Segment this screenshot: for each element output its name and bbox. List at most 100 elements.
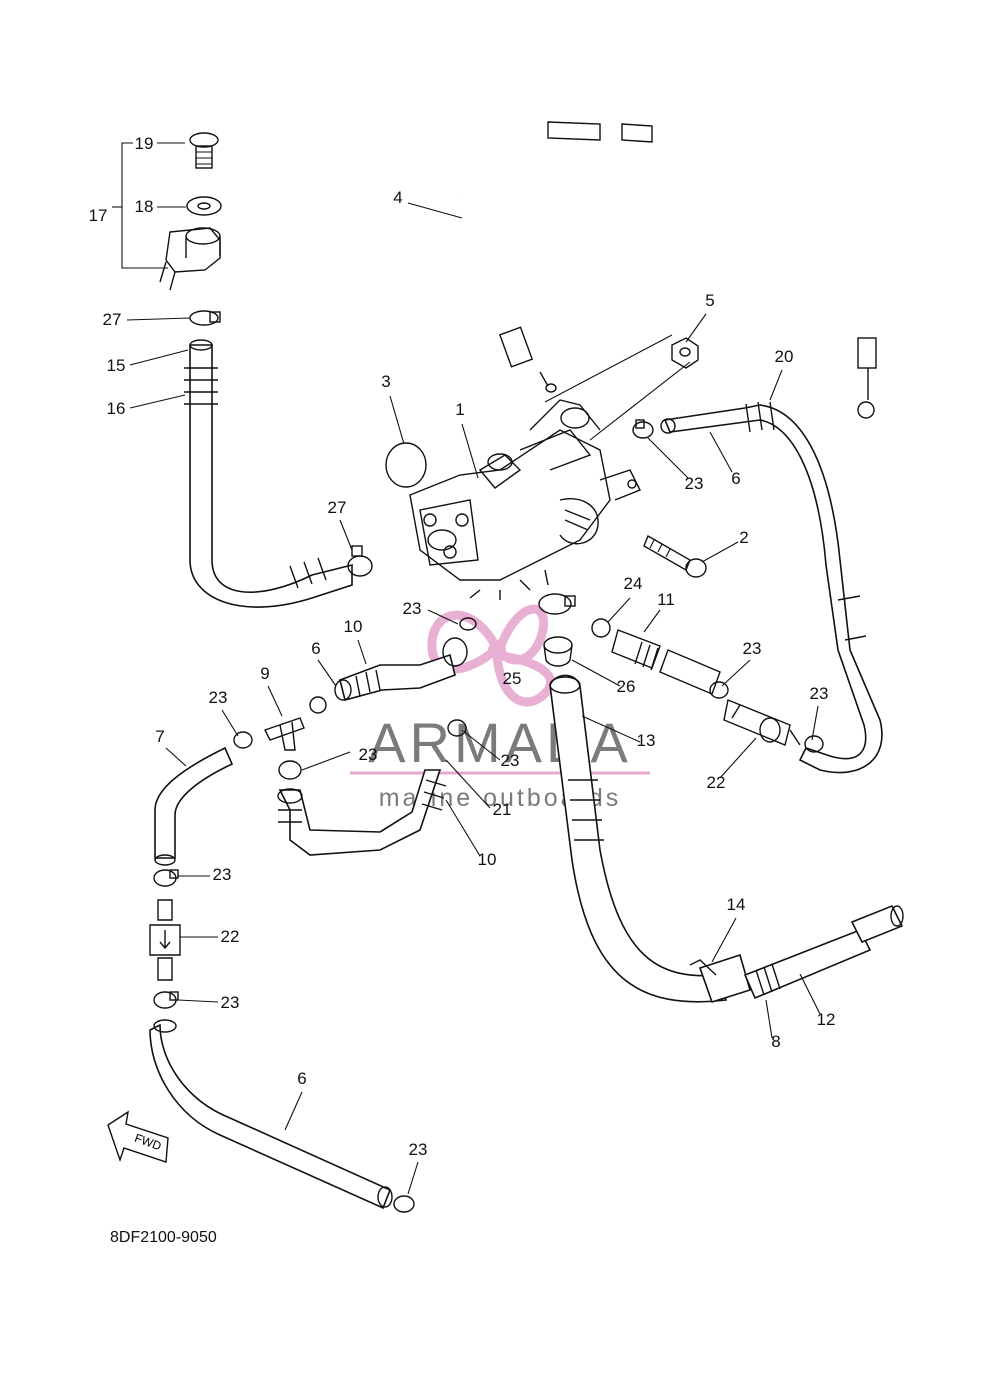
- callout-leader-27: [126, 317, 191, 321]
- callout-leader-23: [177, 999, 219, 1003]
- propeller-logo-icon: [427, 604, 555, 707]
- callout-leader-21: [445, 759, 491, 809]
- callout-27: 27: [103, 310, 122, 329]
- cap-26-icon: [543, 636, 573, 667]
- hose-6-bottom-icon: [149, 1019, 415, 1213]
- callout-23: 23: [213, 865, 232, 884]
- callout-leader-20: [769, 369, 783, 401]
- callout-leader-1: [461, 423, 479, 479]
- clip-27-middle-icon: [347, 545, 373, 577]
- callout-leader-23: [407, 1161, 419, 1195]
- callout-10: 10: [344, 617, 363, 636]
- fwd-arrow-icon: FWD: [107, 1110, 169, 1163]
- callout-15: 15: [107, 356, 126, 375]
- callout-23: 23: [501, 751, 520, 770]
- callout-leader-26: [571, 659, 621, 687]
- watermark: ARMADA marine outboards: [350, 604, 650, 812]
- parts-drawing: FWD: [107, 121, 904, 1213]
- callout-23: 23: [743, 639, 762, 658]
- callout-leader-5: [685, 313, 707, 343]
- callout-23: 23: [685, 474, 704, 493]
- clip-25-icon: [538, 593, 576, 615]
- callout-leader-23: [721, 659, 751, 687]
- callout-23: 23: [221, 993, 240, 1012]
- callout-leader-6: [284, 1091, 303, 1131]
- callout-leader-22: [719, 737, 757, 779]
- callout-8: 8: [771, 1032, 780, 1051]
- callout-22: 22: [221, 927, 240, 946]
- o-ring-3-icon: [385, 442, 427, 488]
- callout-27: 27: [328, 498, 347, 517]
- callout-leader-4: [407, 202, 463, 219]
- callout-21: 21: [493, 800, 512, 819]
- callout-6: 6: [311, 639, 320, 658]
- callout-leader-3: [389, 395, 405, 445]
- callout-3: 3: [381, 372, 390, 391]
- callout-leader-6: [709, 431, 733, 473]
- bracket-17-icon: [159, 227, 221, 291]
- callout-leader-6: [317, 659, 337, 687]
- clip-27-top-icon: [189, 310, 221, 326]
- bolt-2-icon: [643, 534, 707, 578]
- callout-leader-10: [357, 639, 367, 665]
- callout-14: 14: [727, 895, 746, 914]
- hose-16-icon: [184, 339, 353, 608]
- callout-leader-16: [129, 394, 186, 409]
- nut-5-icon: [671, 337, 699, 369]
- callout-7: 7: [155, 727, 164, 746]
- callout-17: 17: [89, 206, 108, 225]
- callout-leader-23: [461, 729, 501, 761]
- callout-leader-23: [647, 437, 689, 479]
- joint-9-icon: [233, 696, 327, 780]
- callout-16: 16: [107, 399, 126, 418]
- callout-leader-13: [581, 715, 641, 743]
- callout-25: 25: [503, 669, 522, 688]
- callout-leader-23: [427, 609, 459, 625]
- callout-20: 20: [775, 347, 794, 366]
- callout-leader-7: [165, 747, 187, 767]
- callout-leader-23: [301, 751, 351, 771]
- callout-leader-14: [711, 917, 737, 963]
- bracket-17-leader: [121, 142, 168, 269]
- callout-23: 23: [359, 745, 378, 764]
- callout-5: 5: [705, 291, 714, 310]
- callout-26: 26: [617, 677, 636, 696]
- hose-13-icon: [549, 674, 727, 1003]
- fwd-label: FWD: [133, 1131, 164, 1154]
- callout-23: 23: [209, 688, 228, 707]
- filter-22-icon: [149, 869, 181, 1009]
- callout-13: 13: [637, 731, 656, 750]
- callout-23: 23: [810, 684, 829, 703]
- hose-10-icon: [277, 617, 477, 856]
- callout-leader-9: [267, 685, 283, 717]
- callout-12: 12: [817, 1010, 836, 1029]
- clip-23-a-icon: [632, 419, 654, 439]
- callout-11: 11: [657, 590, 675, 609]
- callout-23: 23: [403, 599, 422, 618]
- callout-leader-23: [811, 705, 819, 741]
- hose-7-icon: [154, 746, 234, 866]
- callout-leader-15: [129, 349, 189, 366]
- hose-12-icon: [689, 904, 904, 1003]
- grommet-18-icon: [186, 196, 222, 216]
- callout-1: 1: [455, 400, 464, 419]
- callout-2: 2: [739, 528, 748, 547]
- callout-6: 6: [297, 1069, 306, 1088]
- callout-leader-23: [221, 709, 239, 737]
- callout-9: 9: [260, 664, 269, 683]
- callout-leader-8: [765, 999, 773, 1039]
- callout-10: 10: [478, 850, 497, 869]
- callout-6: 6: [731, 469, 740, 488]
- callout-leader-12: [799, 973, 821, 1015]
- diagram-code: 8DF2100-9050: [110, 1229, 217, 1246]
- callout-22: 22: [707, 773, 726, 792]
- callout-leader-27: [339, 519, 353, 551]
- hose-20-icon: [660, 401, 883, 774]
- callout-23: 23: [409, 1140, 428, 1159]
- callout-leader-11: [643, 609, 661, 633]
- bolt-19-icon: [189, 132, 219, 169]
- callout-leader-10: [445, 799, 481, 857]
- callout-24: 24: [624, 574, 643, 593]
